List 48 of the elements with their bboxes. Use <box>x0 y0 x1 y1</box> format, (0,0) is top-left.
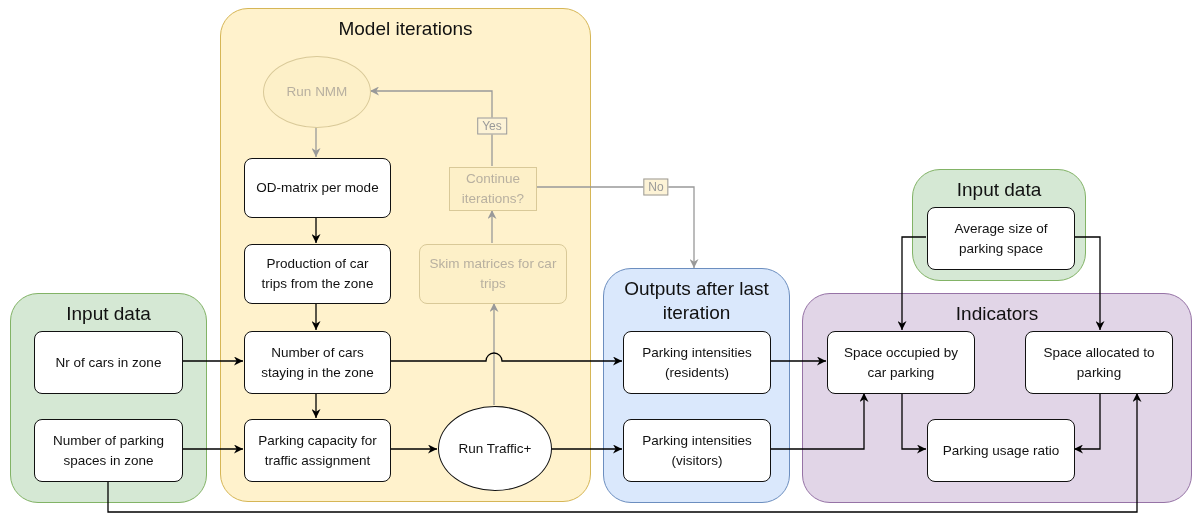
arrow <box>769 392 869 450</box>
process-box: Skim matrices for car trips <box>419 244 567 304</box>
arrow <box>181 444 244 454</box>
process-box: Number of parking spaces in zone <box>34 419 183 482</box>
process-box: Parking capacity for traffic assignment <box>244 419 391 482</box>
arrow <box>369 86 493 167</box>
process-box: Parking intensities (residents) <box>623 331 771 394</box>
arrow <box>389 352 623 366</box>
arrow <box>550 444 623 454</box>
process-box: Parking intensities (visitors) <box>623 419 771 482</box>
arrow <box>311 216 321 244</box>
arrow <box>897 236 927 331</box>
arrow <box>311 392 321 419</box>
decision-box: Continue iterations? <box>449 167 537 211</box>
arrow <box>901 392 927 454</box>
group-title: Input data <box>956 178 1042 202</box>
group-title: Indicators <box>955 302 1039 326</box>
group-title: Model iterations <box>338 17 473 41</box>
group-title: Outputs after last iteration <box>623 277 770 325</box>
process-box: Average size of parking space <box>927 207 1075 270</box>
group-title: Input data <box>66 302 151 326</box>
process-box: OD-matrix per mode <box>244 158 391 218</box>
arrow <box>181 356 244 366</box>
process-ellipse: Run Traffic+ <box>438 406 552 491</box>
process-box: Production of car trips from the zone <box>244 244 391 304</box>
process-box: Space allocated to parking <box>1025 331 1173 394</box>
arrow <box>107 392 1142 513</box>
process-box: Number of cars staying in the zone <box>244 331 391 394</box>
arrow <box>389 444 438 454</box>
group-panel <box>603 268 790 503</box>
arrow <box>1073 236 1105 331</box>
arrow <box>1073 392 1101 454</box>
process-ellipse: Run NMM <box>263 56 371 128</box>
process-box: Space occupied by car parking <box>827 331 975 394</box>
group-panel <box>912 169 1086 281</box>
arrow <box>489 302 499 406</box>
arrow <box>535 186 699 269</box>
arrow <box>769 356 827 366</box>
arrow <box>311 126 321 158</box>
arrow <box>311 302 321 331</box>
group-panel <box>802 293 1192 503</box>
edge-label: Yes <box>477 117 507 135</box>
group-panel <box>10 293 207 503</box>
group-panel <box>220 8 591 502</box>
edge-label: No <box>643 178 669 196</box>
arrow <box>487 209 497 244</box>
process-box: Nr of cars in zone <box>34 331 183 394</box>
process-box: Parking usage ratio <box>927 419 1075 482</box>
